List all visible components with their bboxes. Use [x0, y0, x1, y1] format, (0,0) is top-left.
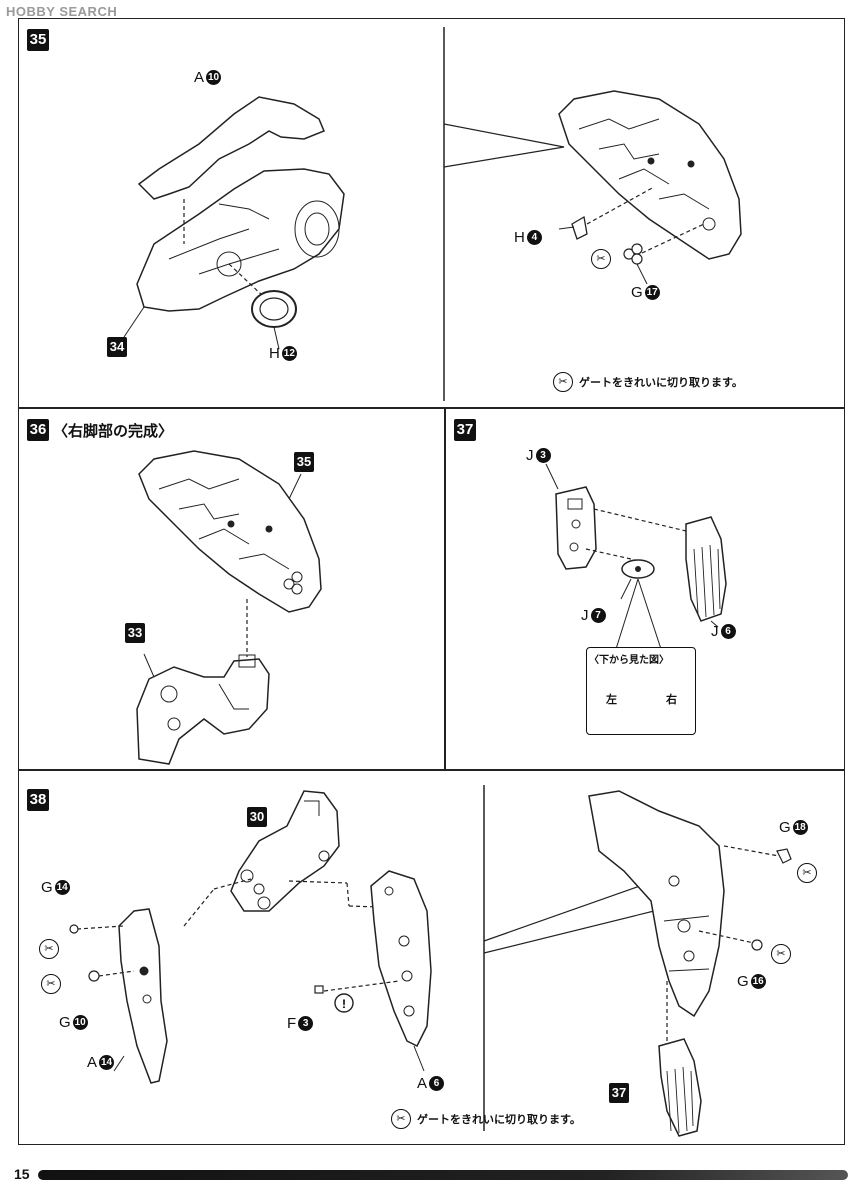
step-36-title: 〈右脚部の完成〉	[53, 422, 174, 440]
bottom-view-right: 右	[666, 694, 677, 706]
nipper-icon: ✂	[39, 939, 59, 959]
step-38-number: 38	[27, 789, 49, 811]
bottom-view-left: 左	[606, 694, 617, 706]
step-ref-37: 37	[609, 1083, 629, 1103]
step-ref-30: 30	[247, 807, 267, 827]
step-36-illustration	[136, 450, 322, 765]
nipper-icon: ✂	[553, 372, 573, 392]
gate-note-35: ✂ ゲートをきれいに切り取ります。	[553, 372, 743, 392]
step-35-panel: 35	[18, 18, 845, 408]
step-ref-33: 33	[125, 623, 145, 643]
page-footer-bar	[38, 1170, 848, 1180]
bottom-view-title: 〈下から見た図〉	[589, 655, 669, 666]
step-37-number: 37	[454, 419, 476, 441]
step-38-panel: 38 !	[18, 770, 845, 1145]
page-number: 15	[14, 1166, 30, 1182]
nipper-icon: ✂	[797, 863, 817, 883]
step-ref-35: 35	[294, 452, 314, 472]
step-36-number: 36	[27, 419, 49, 441]
step-36-panel: 36 〈右脚部の完成〉 35 33	[18, 408, 445, 770]
bottom-view-callout	[586, 647, 696, 735]
gate-note-38: ✂ ゲートをきれいに切り取ります。	[391, 1109, 581, 1129]
watermark-logo: HOBBY SEARCH	[6, 4, 118, 19]
step-35-number: 35	[27, 29, 49, 51]
nipper-icon: ✂	[391, 1109, 411, 1129]
step-38-illustration: !	[69, 785, 792, 1137]
nipper-icon: ✂	[771, 944, 791, 964]
exclamation-icon: !	[342, 997, 346, 1011]
step-ref-34: 34	[107, 337, 127, 357]
nipper-icon: ✂	[41, 974, 61, 994]
nipper-icon: ✂	[591, 249, 611, 269]
step-35-illustration	[123, 27, 742, 401]
